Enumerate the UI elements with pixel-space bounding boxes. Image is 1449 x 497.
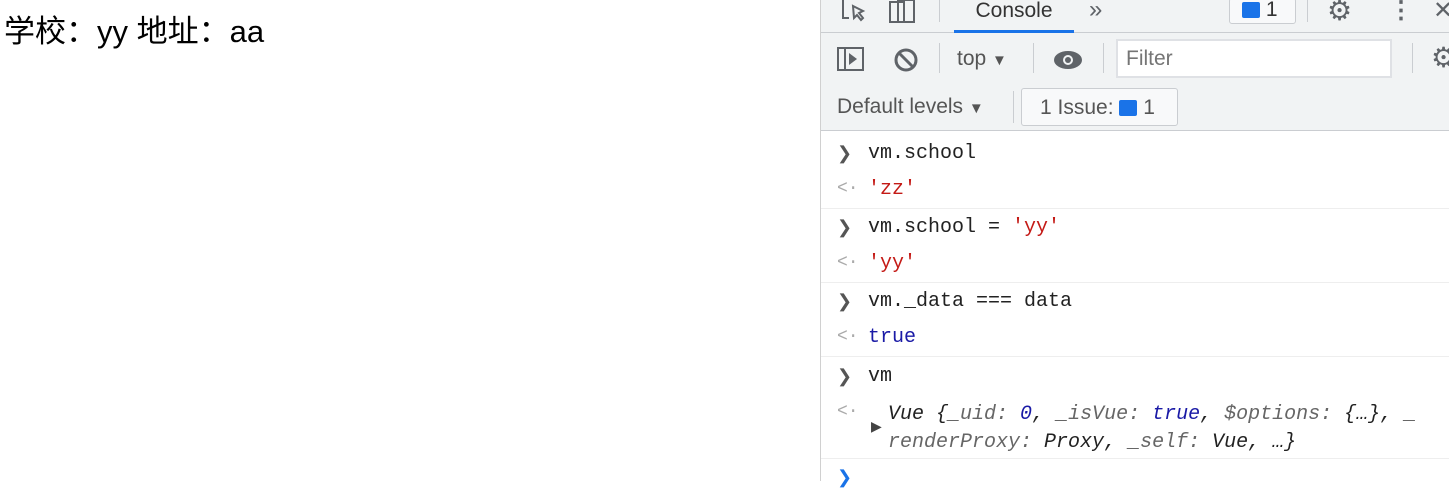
console-input-row: ❯ vm.school = 'yy'	[821, 210, 1449, 247]
input-prompt-icon: ❯	[837, 368, 853, 388]
close-icon[interactable]: ✕	[1433, 0, 1449, 24]
tab-console[interactable]: Console	[954, 0, 1074, 33]
issue-icon	[1119, 100, 1138, 117]
inspect-element-icon[interactable]	[841, 0, 867, 22]
key: _isVue	[1056, 403, 1129, 426]
expand-triangle-icon[interactable]: ▶	[871, 420, 882, 436]
more-options-icon[interactable]: ⋮	[1389, 0, 1413, 24]
output-arrow-icon: <·	[837, 253, 859, 273]
output-arrow-icon: <·	[837, 327, 859, 347]
value: Vue	[1212, 431, 1249, 454]
t: …}	[1272, 431, 1297, 454]
console-prompt-row[interactable]: ❯	[821, 460, 1449, 497]
sidebar-toggle-icon[interactable]	[837, 47, 865, 71]
issues-button[interactable]: 1	[1229, 0, 1296, 24]
console-output: 'zz'	[868, 178, 917, 201]
value: 0	[1020, 403, 1033, 426]
issues-count: 1	[1143, 96, 1155, 119]
issues-label: 1 Issue:	[1040, 96, 1114, 119]
context-selector[interactable]: top ▼	[957, 47, 1007, 71]
console-input: vm.school = 'yy'	[868, 216, 1060, 239]
console-settings-icon[interactable]: ⚙	[1431, 42, 1449, 73]
filter-input[interactable]	[1116, 39, 1392, 78]
settings-gear-icon[interactable]: ⚙	[1327, 0, 1353, 26]
output-arrow-icon: <·	[837, 179, 859, 199]
device-toolbar-icon[interactable]	[888, 0, 918, 24]
console-input: vm.school	[868, 142, 977, 165]
dropdown-arrow-icon: ▼	[968, 100, 984, 117]
devtools-tab-bar: Console » 1 ⚙ ⋮ ✕	[821, 0, 1449, 33]
page-content: 学校：yy 地址：aa	[4, 14, 265, 49]
t: _	[1404, 403, 1417, 426]
input-prompt-icon: ❯	[837, 219, 853, 239]
key: $options	[1224, 403, 1321, 426]
dropdown-arrow-icon: ▼	[992, 52, 1007, 69]
issues-counter-button[interactable]: 1 Issue: 1	[1021, 88, 1178, 126]
key: renderProxy	[888, 431, 1021, 454]
value: true	[1152, 403, 1201, 426]
key: _self	[1128, 431, 1189, 454]
console-input-row: ❯ vm._data === data	[821, 284, 1449, 321]
log-levels-label: Default levels	[837, 95, 964, 118]
string-literal: 'yy'	[1012, 216, 1061, 239]
console-toolbar: top ▼ ⚙ Default levels ▼ 1 Issue: 1	[821, 33, 1449, 131]
live-expression-eye-icon[interactable]	[1053, 50, 1083, 70]
devtools-panel: Console » 1 ⚙ ⋮ ✕ top ▼ ⚙ Default levels…	[820, 0, 1449, 489]
issue-icon	[1242, 2, 1260, 19]
console-output: 'yy'	[868, 252, 917, 275]
output-arrow-icon: <·	[837, 402, 859, 422]
console-input-row: ❯ vm	[821, 359, 1449, 396]
t: Vue {	[888, 403, 949, 426]
console-input: vm._data === data	[868, 290, 1073, 313]
vue-object-preview[interactable]: Vue {_uid: 0, _isVue: true, $options: {……	[888, 403, 1417, 454]
value: {…}	[1344, 403, 1381, 426]
log-levels-dropdown[interactable]: Default levels ▼	[837, 95, 984, 119]
context-label: top	[957, 47, 987, 70]
clear-console-icon[interactable]	[893, 47, 919, 73]
console-output-row: <· 'yy'	[821, 246, 1449, 283]
console-input: vm	[868, 365, 893, 388]
code: vm.school =	[868, 216, 1013, 239]
more-tabs-button[interactable]: »	[1089, 0, 1103, 23]
tab-console-label: Console	[975, 0, 1053, 22]
console-output-row: <· true	[821, 320, 1449, 357]
key: _uid	[948, 403, 997, 426]
value: Proxy	[1044, 431, 1105, 454]
input-prompt-icon: ❯	[837, 293, 853, 313]
console-output-row: <· 'zz'	[821, 172, 1449, 209]
input-prompt-icon: ❯	[837, 145, 853, 165]
issues-count: 1	[1265, 0, 1278, 21]
console-input-row: ❯ vm.school	[821, 136, 1449, 173]
console-output-row: <· ▶ Vue {_uid: 0, _isVue: true, $option…	[821, 395, 1449, 459]
console-output: true	[868, 326, 917, 349]
input-prompt-icon: ❯	[837, 469, 853, 489]
